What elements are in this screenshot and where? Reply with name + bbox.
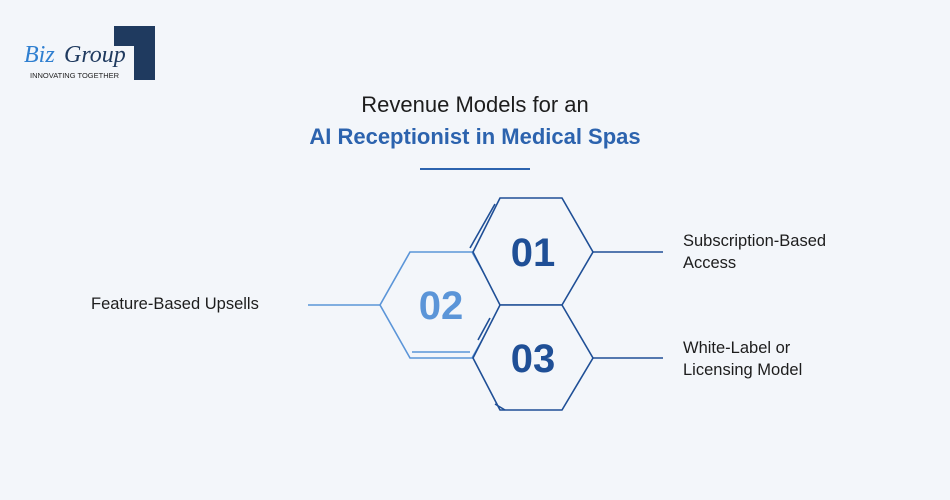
hexagon-02 <box>379 251 503 359</box>
label-03-line-1: White-Label or <box>683 339 791 357</box>
label-02-line-1: Feature-Based Upsells <box>91 295 259 313</box>
label-01-line-2: Access <box>683 254 737 272</box>
number-03: 03 <box>511 337 556 381</box>
title-line-1: Revenue Models for an <box>361 92 589 117</box>
label-03: White-Label or Licensing Model <box>683 337 802 381</box>
number-01: 01 <box>511 231 556 275</box>
hexagon-03 <box>472 304 594 411</box>
label-01: Subscription-Based Access <box>683 230 826 274</box>
label-02: Feature-Based Upsells <box>91 293 259 315</box>
title-underline <box>420 168 530 170</box>
title-line-2: AI Receptionist in Medical Spas <box>309 124 641 149</box>
number-02: 02 <box>419 284 464 328</box>
bizgroup-logo: Biz Group INNOVATING TOGETHER <box>24 26 155 80</box>
svg-text:INNOVATING TOGETHER: INNOVATING TOGETHER <box>30 71 120 80</box>
label-03-line-2: Licensing Model <box>683 361 803 379</box>
svg-text:Biz: Biz <box>24 42 55 68</box>
svg-text:Group: Group <box>64 42 126 68</box>
label-01-line-1: Subscription-Based <box>683 232 827 250</box>
